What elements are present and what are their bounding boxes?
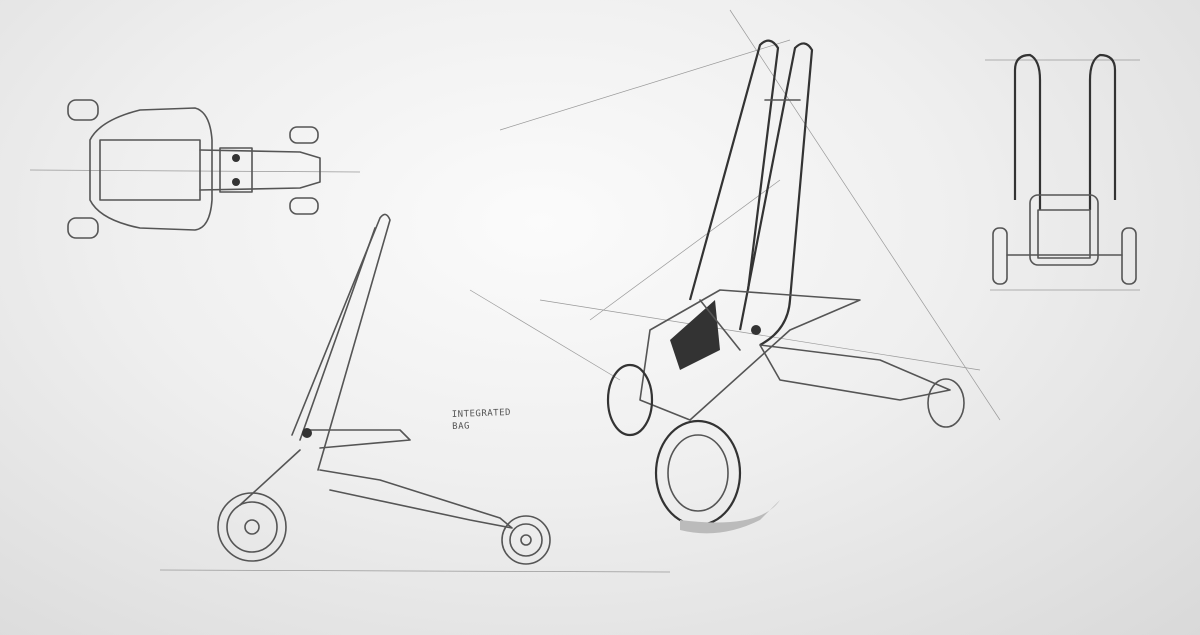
construction-lines — [29, 9, 1140, 573]
top-view-sketch — [67, 99, 321, 239]
perspective-view-sketch — [606, 39, 965, 534]
side-view-sketch — [217, 213, 551, 565]
annotation-line-1: INTEGRATED — [451, 407, 512, 421]
integrated-bag-annotation: INTEGRATED BAG — [452, 407, 512, 433]
front-view-sketch — [992, 53, 1137, 285]
annotation-line-2: BAG — [452, 421, 471, 433]
